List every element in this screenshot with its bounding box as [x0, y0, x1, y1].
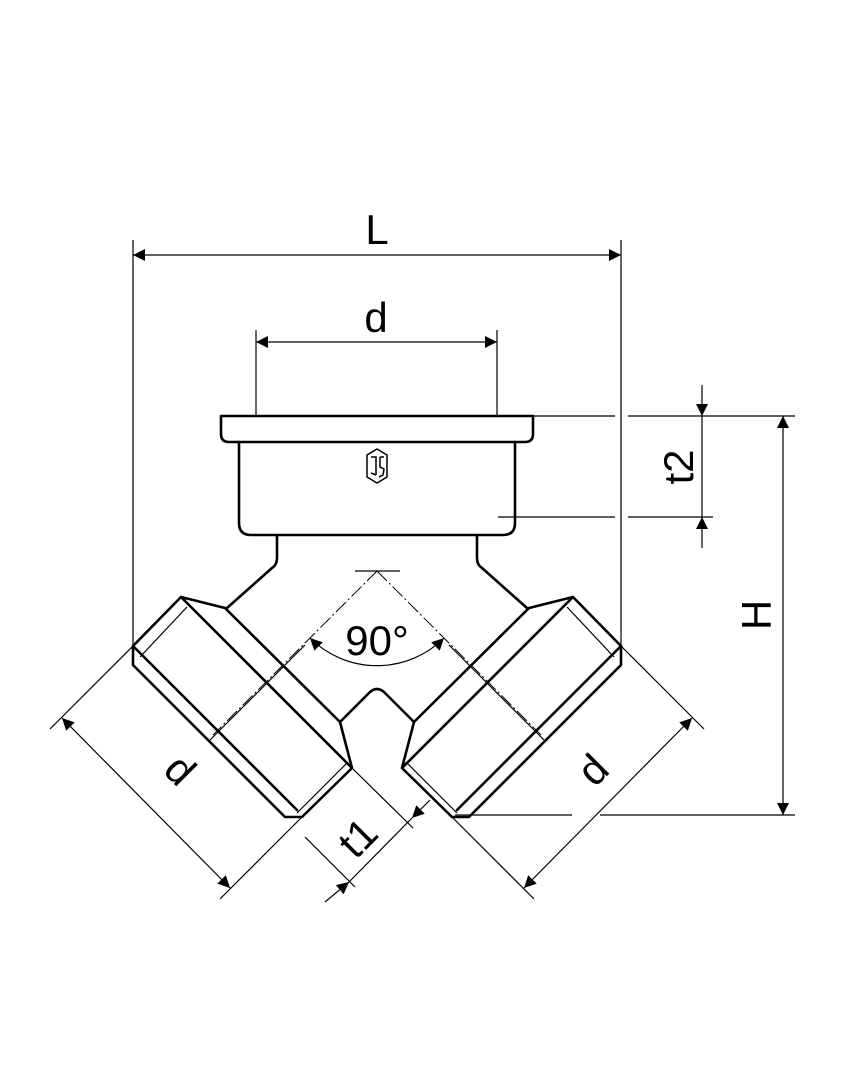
angle-label: 90°	[345, 617, 409, 664]
top-d-label: d	[364, 294, 387, 341]
H-label: H	[733, 600, 780, 630]
top-socket	[219, 414, 535, 610]
left-d-label: d	[155, 745, 205, 795]
dimension-top-d: d	[255, 294, 498, 416]
dimension-H: H	[455, 416, 795, 816]
L-label: L	[365, 206, 388, 253]
dimension-t1: t1	[304, 767, 431, 903]
manufacturer-logo	[366, 448, 388, 484]
t1-label: t1	[329, 809, 387, 867]
t2-label: t2	[655, 449, 702, 484]
centerlines	[212, 570, 542, 736]
right-branch	[400, 595, 623, 819]
angle-dimension: 90°	[309, 617, 445, 667]
crotch-notch	[338, 687, 416, 724]
dimension-t2: t2	[498, 385, 795, 548]
dimension-L: L	[132, 206, 622, 646]
right-d-label: d	[568, 745, 618, 795]
